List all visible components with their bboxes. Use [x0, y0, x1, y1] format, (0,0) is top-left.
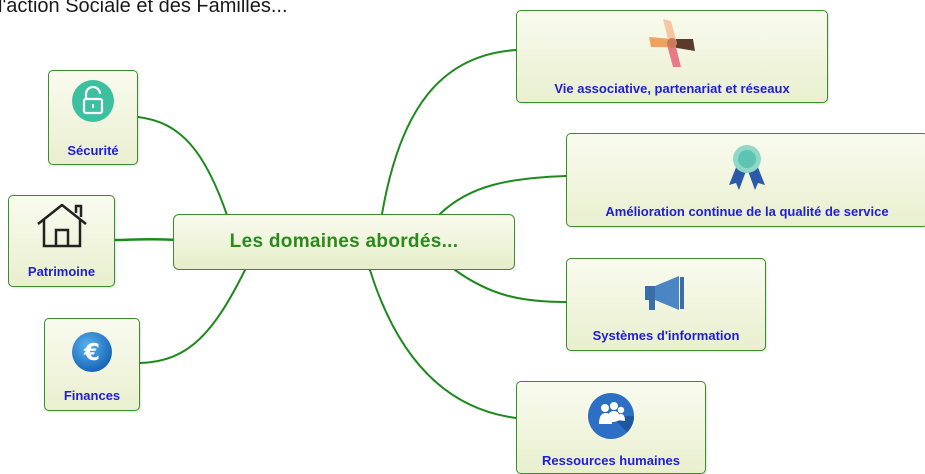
- house-icon: [32, 200, 92, 255]
- link-ressources: [369, 269, 517, 419]
- megaphone-icon: [641, 273, 691, 318]
- node-vie-associative[interactable]: Vie associative, partenariat et réseaux: [516, 10, 828, 103]
- link-systemes: [454, 269, 567, 303]
- link-amelioration: [439, 175, 567, 215]
- link-securite: [137, 116, 229, 219]
- node-patrimoine-label: Patrimoine: [27, 264, 96, 279]
- padlock-icon: [71, 79, 115, 128]
- node-ressources-label: Ressources humaines: [541, 453, 680, 468]
- node-ressources[interactable]: Ressources humaines: [516, 381, 706, 474]
- node-finances[interactable]: € Finances: [44, 318, 140, 411]
- euro-icon: €: [71, 331, 113, 378]
- link-vie-associative: [381, 49, 517, 215]
- node-systemes[interactable]: Systèmes d'information: [566, 258, 766, 351]
- node-vie-associative-label: Vie associative, partenariat et réseaux: [554, 81, 790, 96]
- node-amelioration[interactable]: Amélioration continue de la qualité de s…: [566, 133, 925, 227]
- node-amelioration-label: Amélioration continue de la qualité de s…: [605, 204, 889, 219]
- node-securite-label: Sécurité: [67, 143, 119, 158]
- central-topic[interactable]: Les domaines abordés...: [173, 214, 515, 270]
- header-text: l'action Sociale et des Familles...: [0, 0, 288, 17]
- node-systemes-label: Systèmes d'information: [592, 328, 740, 343]
- svg-text:€: €: [83, 340, 100, 366]
- node-finances-label: Finances: [63, 388, 121, 403]
- link-patrimoine: [114, 237, 180, 242]
- people-icon: [587, 392, 635, 445]
- award-ribbon-icon: [725, 143, 769, 198]
- node-patrimoine[interactable]: Patrimoine: [8, 195, 115, 287]
- joined-hands-icon: [645, 17, 699, 74]
- central-topic-label: Les domaines abordés...: [229, 231, 459, 252]
- link-finances: [139, 269, 246, 364]
- node-securite[interactable]: Sécurité: [48, 70, 138, 165]
